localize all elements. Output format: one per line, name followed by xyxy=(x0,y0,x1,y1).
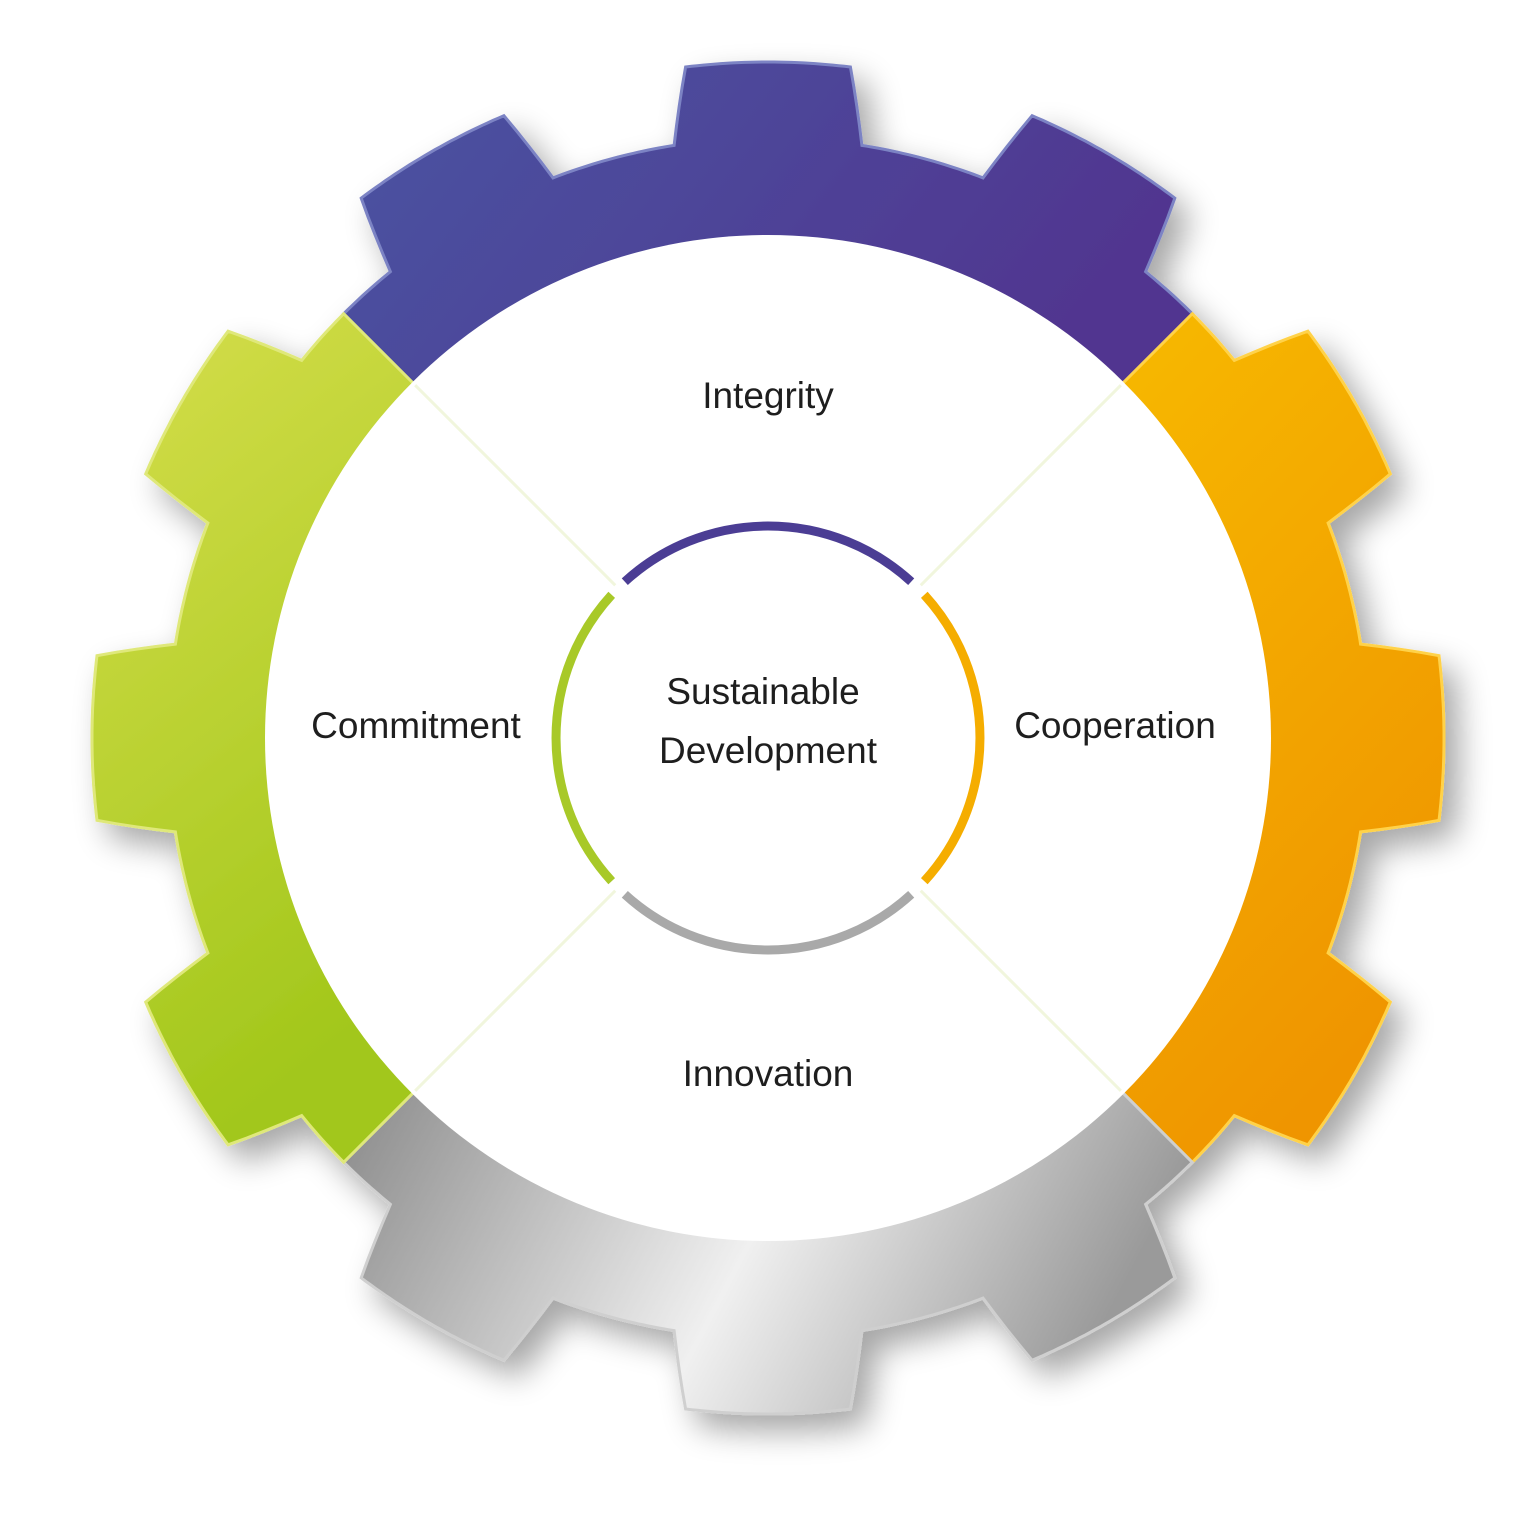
center-arc-cooperation xyxy=(920,591,985,885)
center-arc-commitment xyxy=(551,591,616,885)
center-arc-integrity xyxy=(621,521,915,586)
quadrant-divider-line xyxy=(919,889,1122,1092)
center-title-line1: Sustainable xyxy=(666,671,859,712)
quadrant-divider-line xyxy=(919,384,1122,587)
label-innovation: Innovation xyxy=(683,1053,854,1094)
quadrant-divider-line xyxy=(414,889,617,1092)
quadrant-dividers xyxy=(414,384,1122,1092)
quadrant-divider-line xyxy=(414,384,617,587)
label-integrity: Integrity xyxy=(702,375,834,416)
center-title-line2: Development xyxy=(659,730,878,771)
label-cooperation: Cooperation xyxy=(1014,705,1216,746)
label-commitment: Commitment xyxy=(311,705,521,746)
center-arc-innovation xyxy=(621,890,915,955)
